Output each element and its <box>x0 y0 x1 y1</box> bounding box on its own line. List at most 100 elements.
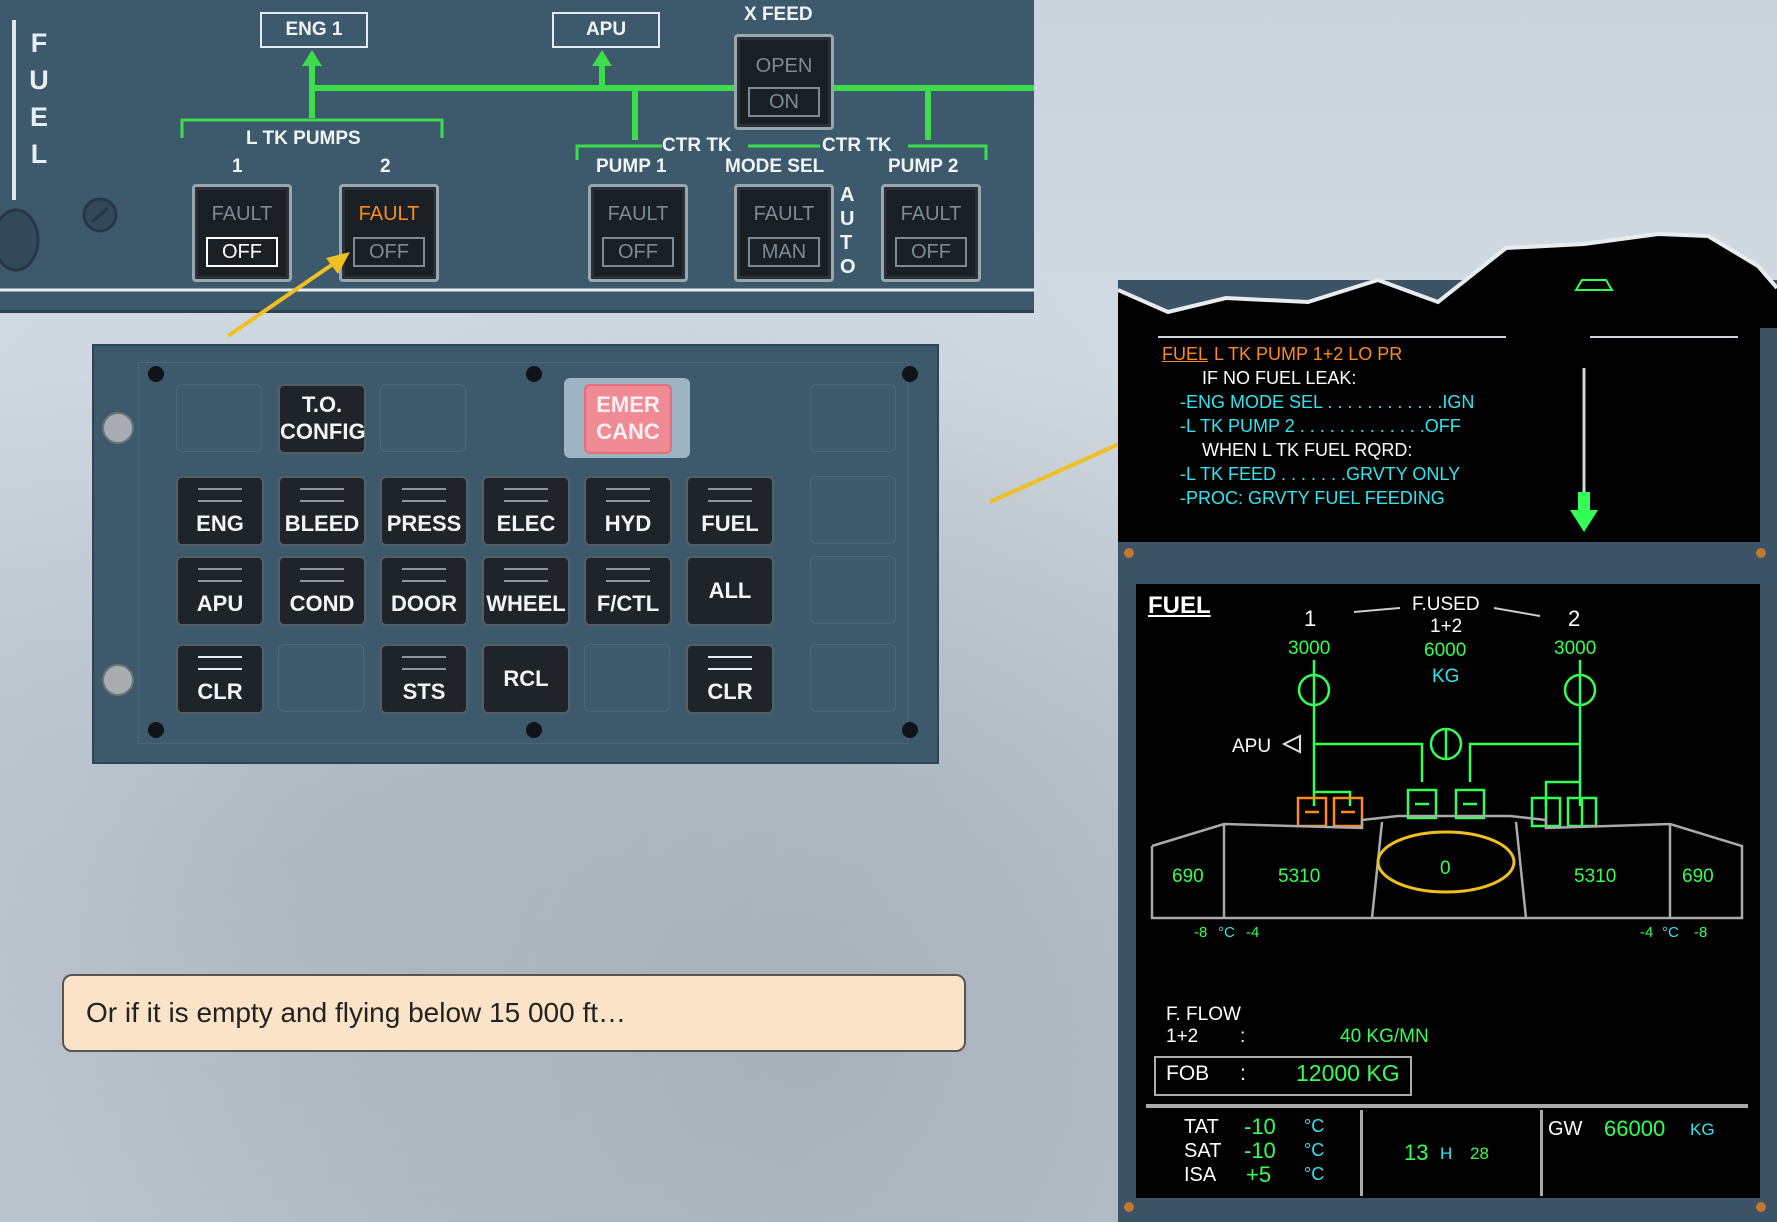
bezel-screw <box>1756 1202 1766 1212</box>
ltk-pump1-button[interactable]: FAULT OFF <box>192 184 292 282</box>
isa-value: +5 <box>1246 1162 1272 1187</box>
sd-page-title: FUEL <box>1148 592 1211 619</box>
auto-letter: T <box>840 232 853 254</box>
side-letter: F <box>30 28 48 58</box>
ewd-overflow-arrow <box>1570 368 1598 532</box>
overhead-fuel-panel: F U E L ENG 1 APU X FEED OPEN ON L TK PU… <box>0 0 1034 313</box>
emer-canc-button[interactable]: EMER CANC <box>584 384 672 454</box>
ewd-line: -ENG MODE SEL . . . . . . . . . . . .IGN <box>1180 392 1475 412</box>
center-tank-qty: 0 <box>1440 858 1451 879</box>
man-legend: MAN <box>748 237 820 267</box>
screw <box>902 366 918 382</box>
off-legend: OFF <box>206 237 278 267</box>
sat-value: -10 <box>1244 1138 1276 1163</box>
key-label: EMER <box>596 392 660 417</box>
all-button[interactable]: ALL <box>686 556 774 626</box>
bleed-page-button[interactable]: BLEED <box>278 476 366 546</box>
blank-slot <box>810 384 896 452</box>
ewd-memo-icon <box>1574 279 1614 291</box>
fctl-page-button[interactable]: F/CTL <box>584 556 672 626</box>
fuel-synoptic <box>1150 607 1744 920</box>
ewd-divider <box>1590 336 1738 338</box>
off-legend: OFF <box>353 237 425 267</box>
fused-label: F.USED <box>1412 594 1480 615</box>
blank-slot <box>176 384 262 452</box>
eng-page-button[interactable]: ENG <box>176 476 264 546</box>
fuel-flow-label: F. FLOW <box>1166 1004 1241 1025</box>
auto-letter: O <box>840 256 856 278</box>
status-divider <box>1360 1110 1363 1196</box>
left-temp-unit: °C <box>1218 924 1235 941</box>
elec-page-button[interactable]: ELEC <box>482 476 570 546</box>
clr-right-button[interactable]: CLR <box>686 644 774 714</box>
mode-sel-label: MODE SEL <box>725 156 825 177</box>
key-light <box>708 488 752 502</box>
engine1-label: 1 <box>1304 606 1317 631</box>
auto-letter: A <box>840 184 855 206</box>
side-letter: U <box>29 65 49 95</box>
ctr-tk-mode-sel-button[interactable]: FAULT MAN <box>734 184 834 282</box>
ewd-fuel-title: FUEL <box>1162 344 1209 364</box>
ctr-tk-pump1-button[interactable]: FAULT OFF <box>588 184 688 282</box>
side-letter: E <box>29 102 48 132</box>
left-temp-inner: -4 <box>1246 924 1260 941</box>
press-page-button[interactable]: PRESS <box>380 476 468 546</box>
xfeed-open-legend: OPEN <box>755 55 813 77</box>
ltk-pump2-button[interactable]: FAULT OFF <box>339 184 439 282</box>
xfeed-button[interactable]: OPEN ON <box>734 34 834 130</box>
clr-left-button[interactable]: CLR <box>176 644 264 714</box>
ewd-line: -L TK FEED . . . . . . .GRVTY ONLY <box>1180 464 1461 484</box>
ecam-control-panel: T.O. CONFIG EMER CANC ENG BLEED PRESS EL… <box>92 344 939 764</box>
wheel-page-button[interactable]: WHEEL <box>482 556 570 626</box>
key-light <box>504 488 548 502</box>
key-label: PRESS <box>386 511 462 536</box>
ltk-pumps-label: L TK PUMPS <box>246 128 361 149</box>
ctr-tk-pump2-button[interactable]: FAULT OFF <box>881 184 981 282</box>
fob-box <box>1154 1056 1412 1096</box>
fob-label: FOB <box>1166 1062 1210 1085</box>
key-light <box>300 568 344 582</box>
off-legend: OFF <box>895 237 967 267</box>
engine-warning-display: FUEL L TK PUMP 1+2 LO PR IF NO FUEL LEAK… <box>1118 279 1760 542</box>
gw-unit: KG <box>1690 1120 1715 1139</box>
key-label: FUEL <box>701 511 759 536</box>
key-label: STS <box>402 679 446 704</box>
key-label: CLR <box>197 679 243 704</box>
screw <box>526 366 542 382</box>
ewd-torn-edge <box>1118 231 1777 328</box>
ctr-tk-pump1-label-a: CTR TK <box>662 135 732 156</box>
ewd-line: WHEN L TK FUEL RQRD: <box>1202 440 1413 460</box>
left-inner-tank-qty: 5310 <box>1278 866 1321 887</box>
fault-legend: FAULT <box>753 203 815 225</box>
key-label: DOOR <box>391 591 457 616</box>
key-light <box>402 568 446 582</box>
screw <box>148 366 164 382</box>
right-temp-inner: -4 <box>1640 924 1654 941</box>
hyd-page-button[interactable]: HYD <box>584 476 672 546</box>
cond-page-button[interactable]: COND <box>278 556 366 626</box>
arrow-line <box>226 260 338 338</box>
to-config-button[interactable]: T.O. CONFIG <box>278 384 366 454</box>
apu-label: APU <box>552 12 660 48</box>
key-label: CLR <box>707 679 753 704</box>
tat-label: TAT <box>1184 1116 1219 1138</box>
bezel-screw <box>1756 548 1766 558</box>
ewd-line: IF NO FUEL LEAK: <box>1202 368 1357 388</box>
sat-unit: °C <box>1304 1140 1325 1160</box>
apu-page-button[interactable]: APU <box>176 556 264 626</box>
door-page-button[interactable]: DOOR <box>380 556 468 626</box>
fuel-page-button[interactable]: FUEL <box>686 476 774 546</box>
sts-button[interactable]: STS <box>380 644 468 714</box>
bezel-screw <box>1124 1202 1134 1212</box>
fuel-flow-colon: : <box>1240 1026 1246 1047</box>
ecp-inner-frame <box>138 362 908 744</box>
ctr-tk-mode-label-a: CTR TK <box>822 135 892 156</box>
key-light <box>300 488 344 502</box>
fault-legend: FAULT <box>211 203 273 225</box>
key-label: APU <box>196 591 244 616</box>
system-display-fuel: FUEL F.USED 1+2 6000 KG 1 2 3000 3000 AP… <box>1136 584 1760 1198</box>
engine2-label: 2 <box>1568 606 1581 631</box>
blank-slot <box>380 384 466 452</box>
rcl-button[interactable]: RCL <box>482 644 570 714</box>
clock-minutes: 28 <box>1470 1144 1489 1163</box>
